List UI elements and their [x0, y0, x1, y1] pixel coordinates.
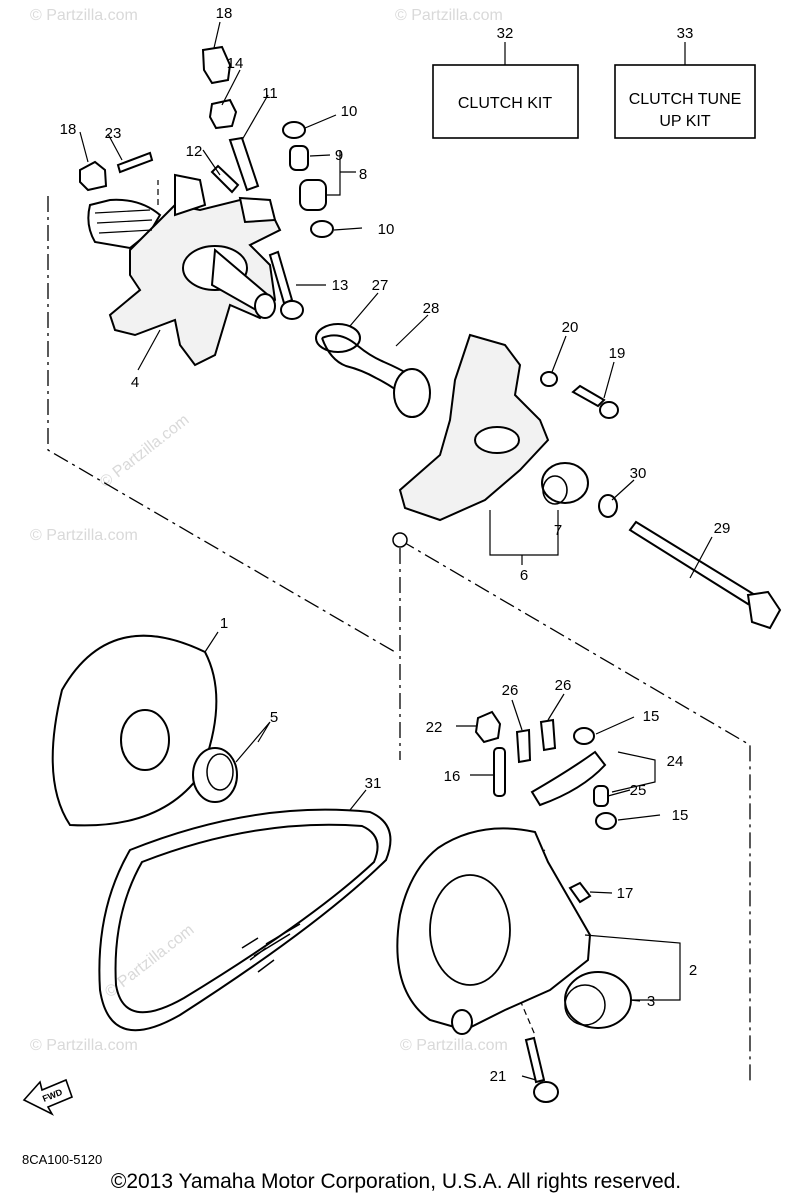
washer-10-bottom-part: [310, 220, 334, 238]
callout-33: 33: [677, 25, 694, 42]
callout-27: 27: [372, 277, 389, 294]
watermark-text: © Partzilla.com: [395, 7, 503, 24]
copyright-circle-mark: [392, 532, 408, 548]
screw-17-part: [568, 881, 592, 904]
clutch-kit-box: CLUTCH KIT: [432, 64, 579, 139]
roller-25-part: [593, 785, 609, 807]
washer-20-part: [540, 371, 558, 387]
clutch-tune-up-kit-box: CLUTCH TUNE UP KIT: [614, 64, 756, 139]
forward-direction-arrow: FWD: [22, 1078, 74, 1116]
bolt-19-part: [571, 384, 619, 419]
callout-13: 13: [332, 277, 349, 294]
callout-14: 14: [227, 55, 244, 72]
callout-30: 30: [630, 465, 647, 482]
callout-16: 16: [444, 768, 461, 785]
callout-10-top: 10: [341, 103, 358, 120]
tune-up-kit-label-line1: CLUTCH TUNE: [629, 91, 742, 108]
callout-9: 9: [335, 147, 343, 164]
watermark-text: © Partzilla.com: [30, 527, 138, 544]
callout-22: 22: [426, 719, 443, 736]
callout-17: 17: [617, 885, 634, 902]
callout-18-top: 18: [216, 5, 233, 22]
roller-8-part: [299, 179, 327, 211]
callout-7: 7: [554, 522, 562, 539]
callout-21: 21: [490, 1068, 507, 1085]
bolt-29-part: [628, 520, 782, 630]
spring-part: [315, 323, 431, 418]
callout-31: 31: [365, 775, 382, 792]
slider-18-top-part: [201, 45, 232, 85]
nut-14-part: [208, 98, 238, 130]
callout-8: 8: [359, 166, 367, 183]
callout-15-top: 15: [643, 708, 660, 725]
bolt-21-part: [524, 1036, 559, 1103]
bolt-13-part: [268, 250, 304, 320]
washer-15-top-part: [573, 727, 595, 745]
callout-26-right: 26: [555, 677, 572, 694]
drive-belt-31-part: [98, 808, 392, 1032]
leader-lines: [79, 21, 713, 1081]
diagram-reference-code: 8CA100-5120: [22, 1152, 103, 1167]
tune-up-kit-label-line2: UP KIT: [659, 113, 711, 130]
callout-2: 2: [689, 962, 697, 979]
bolt-26-right-part: [539, 718, 557, 752]
bushing-5-part: [192, 747, 238, 803]
weight-24-part: [530, 750, 607, 807]
callout-24: 24: [667, 753, 684, 770]
cam-6-part: [398, 333, 550, 522]
bushing-7-part: [541, 462, 589, 505]
callout-11: 11: [262, 85, 278, 102]
callout-1: 1: [220, 615, 228, 632]
pin-11-part: [228, 136, 260, 192]
clutch-kit-label: CLUTCH KIT: [458, 95, 552, 112]
bushing-3-part: [564, 971, 632, 1029]
pin-16-part: [493, 747, 506, 797]
callout-19: 19: [609, 345, 626, 362]
callout-3: 3: [647, 993, 655, 1010]
slider-18-left-part: [79, 160, 108, 192]
callout-25: 25: [630, 782, 647, 799]
callout-26-left: 26: [502, 682, 519, 699]
watermark-text: © Partzilla.com: [30, 7, 138, 24]
callout-20: 20: [562, 319, 579, 336]
washer-30-part: [598, 494, 618, 518]
sheave-1-part: [51, 634, 218, 827]
nut-22-part: [474, 710, 502, 744]
callout-28: 28: [423, 300, 440, 317]
callout-15-bottom: 15: [672, 807, 689, 824]
pin-23-part: [116, 151, 154, 174]
callout-23: 23: [105, 125, 122, 142]
copyright-notice: ©2013 Yamaha Motor Corporation, U.S.A. A…: [110, 1170, 682, 1193]
callout-10-bottom: 10: [378, 221, 395, 238]
moveable-sheave-2-part: [396, 827, 592, 1035]
callout-5: 5: [270, 709, 278, 726]
callout-labels: 18 14 11 10 9 8 10 12 18 23 13 4 27 28 2…: [60, 5, 731, 1085]
callout-12: 12: [186, 143, 203, 160]
callout-18-left: 18: [60, 121, 77, 138]
callout-32: 32: [497, 25, 514, 42]
watermark-text: © Partzilla.com: [30, 1037, 138, 1054]
callout-4: 4: [131, 374, 139, 391]
bushing-9-part: [289, 145, 309, 171]
callout-29: 29: [714, 520, 731, 537]
washer-15-bottom-part: [595, 812, 617, 830]
watermark-text: © Partzilla.com: [97, 411, 192, 491]
fixed-sheave-part: [87, 173, 282, 367]
watermark-text: © Partzilla.com: [400, 1037, 508, 1054]
washer-10-top-part: [282, 121, 306, 139]
callout-6: 6: [520, 567, 528, 584]
bolt-26-left-part: [515, 728, 532, 764]
